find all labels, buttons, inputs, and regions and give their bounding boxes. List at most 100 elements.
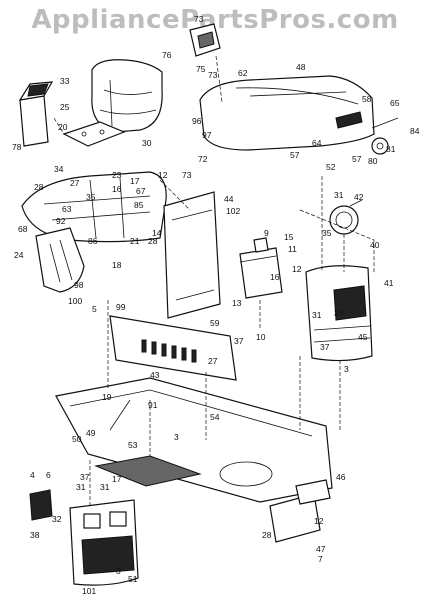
callout-label: 34 (54, 164, 64, 174)
callout-label: 28 (262, 530, 272, 540)
callout-label: 86 (88, 236, 98, 246)
step-plate-part (94, 455, 202, 487)
dash-console-part (21, 171, 167, 243)
callout-label: 24 (14, 250, 24, 260)
callout-label: 47 (316, 544, 326, 554)
front-bracket-part (269, 479, 331, 543)
hood-hinge-part (371, 117, 399, 155)
callout-label: 84 (410, 126, 420, 136)
callout-label: 73 (182, 170, 192, 180)
seat-part (91, 59, 163, 133)
callout-label: 40 (370, 240, 380, 250)
callout-label: 35 (86, 192, 96, 202)
callout-label: 37 (234, 336, 244, 346)
callout-label: 73 (208, 70, 218, 80)
callout-label: 12 (314, 516, 324, 526)
callout-label: 10 (256, 332, 266, 342)
upright-panel-part (163, 191, 221, 319)
callout-label: 18 (112, 260, 122, 270)
callout-label: 59 (210, 318, 220, 328)
callout-label: 31 (100, 482, 110, 492)
callout-label: 53 (128, 440, 138, 450)
callout-label: 57 (352, 154, 362, 164)
hood-part (199, 75, 375, 151)
callout-label: 51 (128, 574, 138, 584)
callout-label: 96 (192, 116, 202, 126)
callout-label: 16 (270, 272, 280, 282)
callout-label: 35 (322, 228, 332, 238)
callout-label: 78 (12, 142, 22, 152)
callout-label: 98 (74, 280, 84, 290)
callout-label: 68 (18, 224, 28, 234)
callout-label: 14 (152, 228, 162, 238)
callout-label: 37 (80, 472, 90, 482)
callout-label: 85 (134, 200, 144, 210)
callout-label: 32 (52, 514, 62, 524)
callout-label: 91 (148, 400, 158, 410)
relation-lines (53, 55, 375, 508)
callout-label: 63 (62, 204, 72, 214)
callout-label: 101 (82, 586, 96, 596)
switch-bracket-part (189, 23, 221, 57)
decal-part (29, 489, 53, 521)
callout-label: 67 (136, 186, 146, 196)
callout-label: 20 (58, 122, 68, 132)
front-fender-part (35, 227, 85, 293)
headlight-part (329, 199, 363, 235)
battery-part (18, 81, 54, 147)
callout-label: 23 (112, 170, 122, 180)
callout-label: 99 (116, 302, 126, 312)
callout-label: 44 (224, 194, 234, 204)
callout-label: 17 (130, 176, 140, 186)
callout-label: 48 (296, 62, 306, 72)
callout-label: 92 (56, 216, 66, 226)
callout-label: 45 (358, 332, 368, 342)
callout-label: 54 (210, 412, 220, 422)
callout-label: 3 (174, 432, 179, 442)
callout-label: 37 (320, 342, 330, 352)
callout-label: 25 (60, 102, 70, 112)
lower-panel-part (109, 315, 237, 381)
callout-label: 7 (318, 554, 323, 564)
callout-label: 30 (142, 138, 152, 148)
callout-label: 57 (290, 150, 300, 160)
callout-label: 27 (208, 356, 218, 366)
callout-label: 12 (158, 170, 168, 180)
callout-label: 80 (368, 156, 378, 166)
callout-label: 17 (112, 474, 122, 484)
fuel-tank-part (239, 237, 283, 299)
callout-label: 97 (202, 130, 212, 140)
callout-label: 33 (60, 76, 70, 86)
callout-label: 13 (232, 298, 242, 308)
callout-label: 49 (86, 428, 96, 438)
callout-label: 42 (354, 192, 364, 202)
callout-label: 28 (34, 182, 44, 192)
callout-label: 5 (92, 304, 97, 314)
callout-label: 58 (362, 94, 372, 104)
callout-label: 12 (292, 264, 302, 274)
callout-label: 52 (326, 162, 336, 172)
callout-label: 100 (68, 296, 82, 306)
callout-label: 41 (384, 278, 394, 288)
callout-label: 6 (46, 470, 51, 480)
callout-label: 19 (102, 392, 112, 402)
callout-label: 28 (148, 236, 158, 246)
seat-bracket-part (62, 121, 126, 147)
callout-label: 4 (30, 470, 35, 480)
callout-label: 31 (334, 190, 344, 200)
callout-label: 64 (312, 138, 322, 148)
callout-label: 76 (162, 50, 172, 60)
lower-nose-part (69, 499, 139, 586)
callout-label: 65 (390, 98, 400, 108)
callout-label: 75 (196, 64, 206, 74)
callout-label: 102 (226, 206, 240, 216)
callout-label: 3 (344, 364, 349, 374)
callout-label: 31 (76, 482, 86, 492)
callout-label: 37 (334, 308, 344, 318)
callout-label: 46 (336, 472, 346, 482)
callout-label: 21 (130, 236, 140, 246)
callout-label: 31 (312, 310, 322, 320)
frame-part (55, 377, 333, 503)
